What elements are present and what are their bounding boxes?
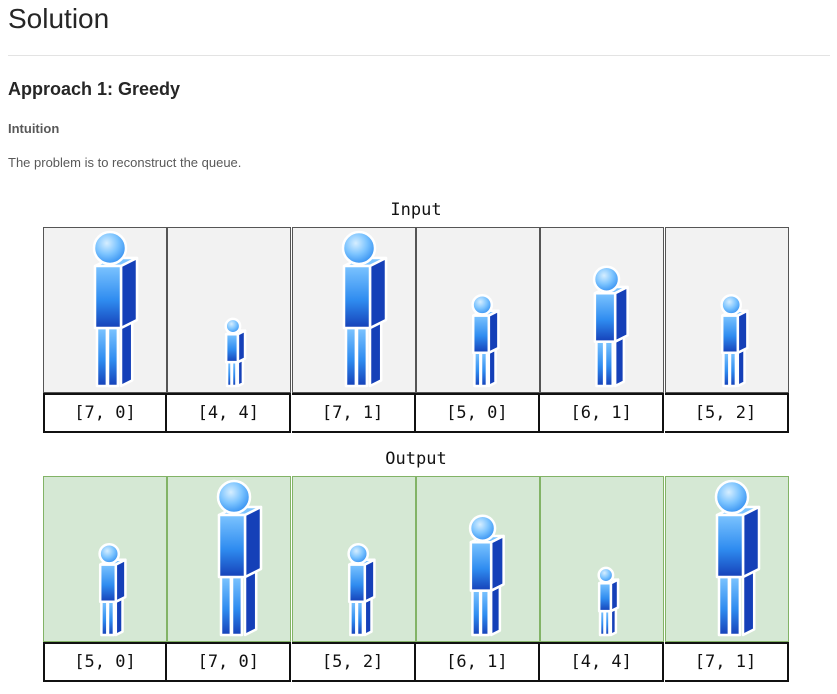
person-icon [217,479,263,637]
input-person-picture [167,227,292,393]
person-icon [224,317,247,388]
input-pair-label: [7, 0] [43,393,167,433]
person-icon [719,293,749,388]
input-label: Input [390,200,442,220]
input-person-picture [291,227,416,393]
output-pair-label: [7, 0] [167,642,292,682]
approach-title: Approach 1: Greedy [8,79,181,99]
person-icon [98,542,127,637]
input-pair-label: [5, 0] [415,393,540,433]
person-icon [597,566,620,637]
person-icon [471,293,500,388]
person-icon [92,230,139,388]
output-pair-label: [5, 0] [43,642,167,682]
intuition-label: Intuition [8,121,60,136]
input-pair-label: [6, 1] [540,393,665,433]
output-person-picture [415,476,540,642]
solution-heading: Solution [8,3,110,34]
person-icon [468,514,505,637]
output-person-picture [43,476,167,642]
intuition-paragraph: The problem is to reconstruct the queue. [8,155,242,170]
heading-divider [8,55,830,56]
output-pair-label: [7, 1] [664,642,789,682]
person-icon [346,542,376,637]
output-label: Output [385,449,447,469]
output-pair-label: [6, 1] [415,642,540,682]
input-pair-label: [7, 1] [291,393,416,433]
input-pair-label: [5, 2] [664,393,789,433]
output-person-picture [167,476,292,642]
person-icon [341,230,387,388]
input-person-picture [43,227,167,393]
output-person-picture [664,476,789,642]
output-person-picture [291,476,416,642]
person-icon [593,265,630,388]
input-person-picture [415,227,540,393]
output-pair-label: [4, 4] [540,642,665,682]
output-person-picture [540,476,665,642]
person-icon [714,479,760,637]
input-person-picture [664,227,789,393]
input-pair-label: [4, 4] [167,393,292,433]
output-pair-label: [5, 2] [291,642,416,682]
input-person-picture [540,227,665,393]
